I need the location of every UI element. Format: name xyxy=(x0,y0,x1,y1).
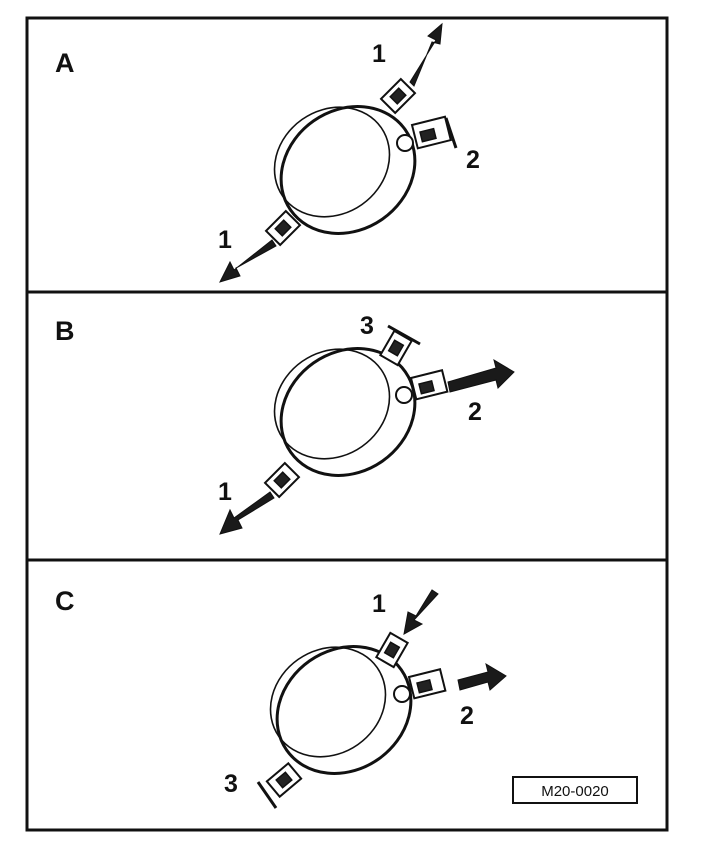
tool-3-b xyxy=(378,324,421,367)
panel-c-letter: C xyxy=(55,586,75,616)
reference-code: M20-0020 xyxy=(541,783,609,800)
callout-1-c: 1 xyxy=(372,590,386,618)
callout-3-c: 3 xyxy=(224,770,238,798)
callout-1-b: 1 xyxy=(218,478,232,506)
panel-b-letter: B xyxy=(55,316,75,346)
panel-a-letter: A xyxy=(55,48,75,78)
reference-code-box: M20-0020 xyxy=(512,776,638,804)
arrow-1-lower-a xyxy=(219,239,277,283)
arrow-1-upper-a xyxy=(409,22,443,87)
callout-2-c: 2 xyxy=(460,702,474,730)
callout-1-upper-a: 1 xyxy=(372,40,386,68)
callout-3-b: 3 xyxy=(360,312,374,340)
tool-1-upper-a xyxy=(379,77,417,115)
arrow-1-c xyxy=(403,589,439,635)
panel-b: B 3 2 1 xyxy=(55,312,515,535)
callout-2-a: 2 xyxy=(466,146,480,174)
gasket-ring-c xyxy=(269,645,413,775)
gasket-ring-a xyxy=(273,105,417,235)
panel-c: C 1 2 3 xyxy=(55,586,507,809)
tool-1-b xyxy=(263,461,301,499)
tool-2-c xyxy=(393,668,447,703)
arrow-2-c xyxy=(457,662,507,691)
tool-2-b xyxy=(395,369,449,404)
tool-1-c xyxy=(374,631,410,669)
arrow-1-b xyxy=(219,491,275,535)
callout-1-lower-a: 1 xyxy=(218,226,232,254)
callout-2-b: 2 xyxy=(468,398,482,426)
tool-3-c xyxy=(256,761,303,809)
gasket-ring-b xyxy=(273,347,417,477)
tool-2-a xyxy=(396,115,458,152)
tool-1-lower-a xyxy=(264,209,302,247)
panel-a: A 1 2 1 xyxy=(55,22,480,283)
figure-frame xyxy=(25,16,669,832)
arrow-2-b xyxy=(447,358,515,393)
